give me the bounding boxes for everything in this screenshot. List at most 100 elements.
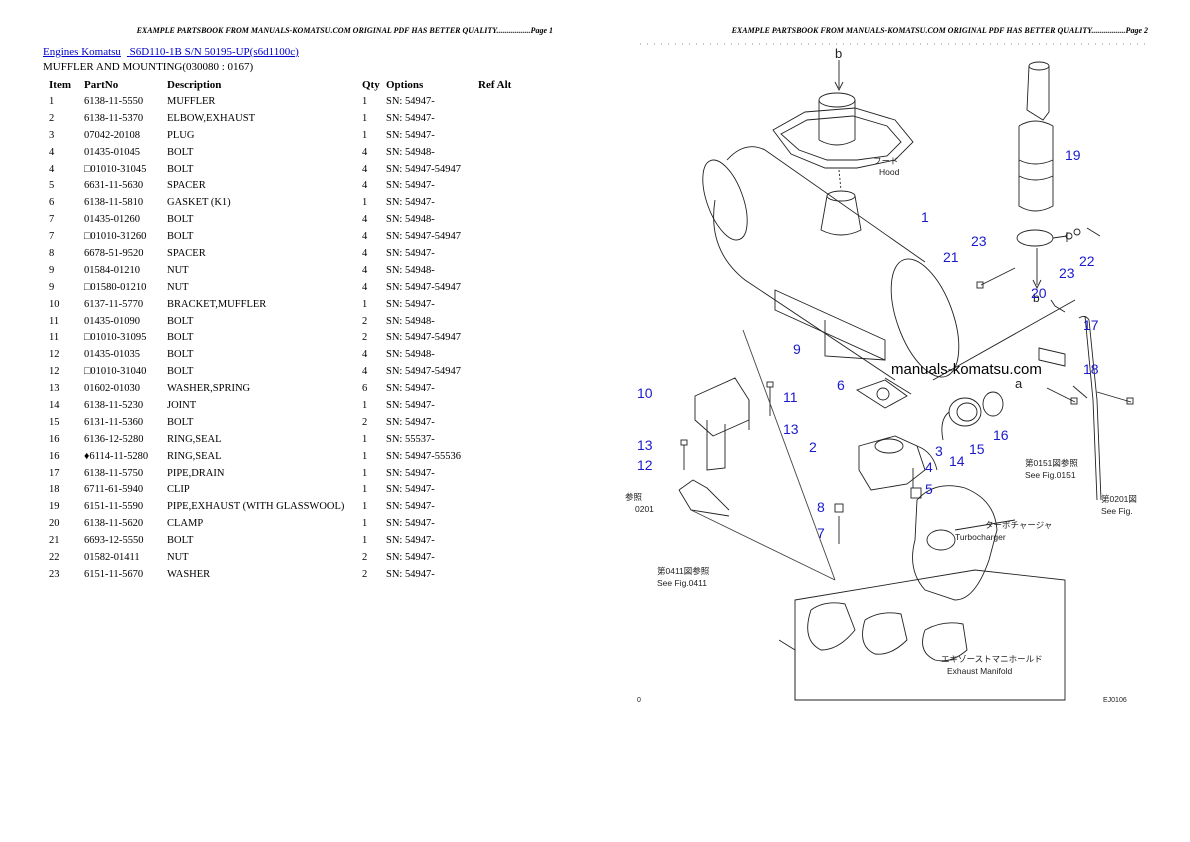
cell-options: SN: 54947- bbox=[386, 399, 435, 411]
cell-item: 22 bbox=[49, 551, 60, 563]
cell-refalt bbox=[478, 93, 511, 110]
cell-item: 15 bbox=[49, 416, 60, 428]
cell-partno: ♦6114-11-5280 bbox=[84, 450, 149, 462]
cell-options: SN: 54947- bbox=[386, 197, 435, 209]
label-left-ref-jp: 参照 bbox=[625, 492, 643, 502]
cell-description: PLUG bbox=[167, 129, 195, 141]
watermark: manuals-komatsu.com bbox=[891, 361, 1042, 378]
cell-refalt bbox=[478, 228, 511, 245]
cell-item: 14 bbox=[49, 399, 60, 411]
cell-description: GASKET (K1) bbox=[167, 197, 231, 209]
cell-options: SN: 54947-54947 bbox=[386, 231, 461, 243]
cell-partno: □01010-31045 bbox=[84, 163, 147, 175]
cell-options: SN: 54947- bbox=[386, 383, 435, 395]
cell-refalt bbox=[478, 296, 511, 313]
label-manifold: Exhaust Manifold bbox=[947, 666, 1012, 676]
cell-options: SN: 54947-54947 bbox=[386, 366, 461, 378]
cell-refalt bbox=[478, 481, 511, 498]
cell-refalt bbox=[478, 515, 511, 532]
breadcrumb: Engines Komatsu S6D110-1B S/N 50195-UP(s… bbox=[43, 46, 305, 58]
cell-options: SN: 54947-55536 bbox=[386, 450, 461, 462]
cell-qty: 4 bbox=[362, 247, 368, 259]
cell-options: SN: 54948- bbox=[386, 315, 435, 327]
cell-qty: 1 bbox=[362, 501, 368, 513]
cell-refalt bbox=[478, 262, 511, 279]
cell-partno: 01435-01090 bbox=[84, 315, 140, 327]
cell-partno: 01584-01210 bbox=[84, 264, 140, 276]
cell-qty: 2 bbox=[362, 568, 368, 580]
cell-item: 7 bbox=[49, 214, 55, 226]
cell-refalt bbox=[478, 279, 511, 296]
cell-options: SN: 54947- bbox=[386, 467, 435, 479]
label-hood-jp: フード bbox=[873, 156, 899, 166]
cell-qty: 1 bbox=[362, 484, 368, 496]
cell-description: BOLT bbox=[167, 231, 194, 243]
cell-refalt bbox=[478, 431, 511, 448]
label-left-ref: 0201 bbox=[635, 504, 654, 514]
cell-item: 5 bbox=[49, 180, 55, 192]
cell-description: BOLT bbox=[167, 416, 194, 428]
cell-options: SN: 54947- bbox=[386, 180, 435, 192]
cell-options: SN: 54947-54947 bbox=[386, 281, 461, 293]
page-2: EXAMPLE PARTSBOOK FROM MANUALS-KOMATSU.C… bbox=[595, 0, 1190, 842]
callout-12: 12 bbox=[637, 457, 653, 473]
cell-qty: 2 bbox=[362, 332, 368, 344]
callout-20: 20 bbox=[1031, 285, 1047, 301]
label-ref0201: See Fig. bbox=[1101, 506, 1133, 516]
label-b-top: b bbox=[835, 46, 842, 61]
col-description-header: Description bbox=[167, 79, 222, 91]
cell-partno: □01010-31040 bbox=[84, 366, 147, 378]
cell-refalt bbox=[478, 161, 511, 178]
cell-item: 10 bbox=[49, 298, 60, 310]
callout-3: 3 bbox=[935, 443, 943, 459]
callout-8: 8 bbox=[817, 499, 825, 515]
cell-description: MUFFLER bbox=[167, 95, 216, 107]
cell-description: ELBOW,EXHAUST bbox=[167, 112, 255, 124]
cell-partno: 6137-11-5770 bbox=[84, 298, 144, 310]
cell-item: 16 bbox=[49, 433, 60, 445]
cell-description: BOLT bbox=[167, 163, 194, 175]
cell-options: SN: 54948- bbox=[386, 264, 435, 276]
footer-code: EJ0106 bbox=[1103, 697, 1127, 704]
diagram-labels: b フード Hood b a ターボチャージャ Turbocharger エキゾ… bbox=[625, 46, 1137, 704]
cell-options: SN: 54948- bbox=[386, 214, 435, 226]
label-ref0411-jp: 第0411図参照 bbox=[657, 566, 710, 576]
callout-4: 4 bbox=[925, 459, 933, 475]
cell-item: 16 bbox=[49, 450, 60, 462]
cell-partno: □01010-31260 bbox=[84, 231, 147, 243]
cell-item: 11 bbox=[49, 332, 60, 344]
cell-qty: 2 bbox=[362, 315, 368, 327]
cell-qty: 4 bbox=[362, 214, 368, 226]
exploded-parts-diagram: manuals-komatsu.com b フード Hood b a ターボチャ… bbox=[625, 43, 1150, 704]
col-options-header: Options bbox=[386, 79, 424, 91]
cell-qty: 1 bbox=[362, 450, 368, 462]
cell-description: NUT bbox=[167, 551, 189, 563]
cell-partno: 07042-20108 bbox=[84, 129, 140, 141]
callout-10: 10 bbox=[637, 385, 653, 401]
engines-komatsu-link[interactable]: Engines Komatsu bbox=[43, 46, 121, 58]
cell-item: 9 bbox=[49, 281, 55, 293]
page-2-header: EXAMPLE PARTSBOOK FROM MANUALS-KOMATSU.C… bbox=[731, 26, 1148, 35]
cell-qty: 1 bbox=[362, 399, 368, 411]
cell-description: BOLT bbox=[167, 366, 194, 378]
cell-qty: 4 bbox=[362, 281, 368, 293]
model-link[interactable]: S6D110-1B S/N 50195-UP(s6d1100c) bbox=[129, 46, 299, 58]
cell-refalt bbox=[478, 532, 511, 549]
cell-refalt bbox=[478, 127, 511, 144]
cell-partno: 01582-01411 bbox=[84, 551, 140, 563]
cell-description: WASHER bbox=[167, 568, 211, 580]
